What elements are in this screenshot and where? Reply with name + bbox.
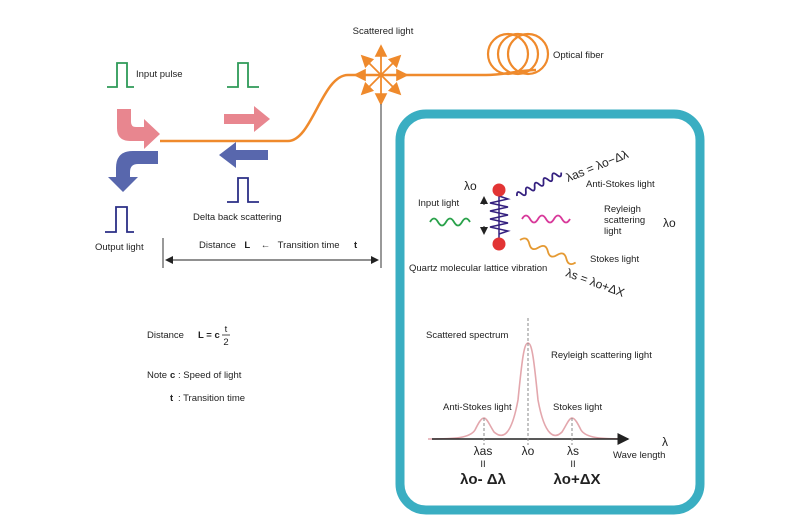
pulse-green-icon — [227, 62, 259, 88]
scattered-light-label: Scattered light — [353, 26, 414, 37]
rayleigh-label-line1: Reyleigh — [604, 204, 641, 215]
rayleigh-wave-icon — [521, 214, 571, 224]
wave-length-label: Wave length — [613, 450, 665, 461]
delta-back-label: Delta back scattering — [193, 212, 282, 223]
tick-lambda-as: λas — [474, 444, 493, 458]
input-light-label: Input light — [418, 198, 460, 209]
rayleigh-peak-label: Reyleigh scattering light — [551, 350, 652, 361]
input-pulse-icon — [107, 62, 134, 88]
inset-frame — [395, 109, 705, 515]
anti-stokes-wave-icon — [516, 172, 563, 197]
lambda-o-rayleigh-label: λo — [663, 216, 676, 230]
input-light-wave-icon — [429, 217, 471, 227]
equals-sign-as: II — [480, 459, 485, 470]
lattice-vibration-label: Quartz molecular lattice vibration — [409, 263, 547, 274]
output-curved-arrow-icon — [108, 151, 158, 192]
optical-fiber-label: Optical fiber — [553, 50, 604, 61]
stokes-light-label: Stokes light — [590, 254, 639, 265]
formula-lhs: L = c — [198, 330, 220, 341]
stokes-wave-icon — [519, 237, 577, 266]
tick-lambda-s: λs — [567, 444, 579, 458]
rayleigh-label-line3: light — [604, 226, 622, 237]
input-pulse-label: Input pulse — [136, 69, 182, 80]
axis-lambda-label: λ — [662, 435, 668, 449]
equals-sign-s: II — [570, 459, 575, 470]
c-symbol: c — [170, 370, 175, 381]
rayleigh-label-line2: scattering — [604, 215, 645, 226]
bottom-lambda-s-formula: λo+ΔX — [553, 471, 600, 488]
input-curved-arrow-icon — [117, 109, 160, 149]
scattered-light-star-icon — [353, 44, 409, 106]
formula-prefix: Distance — [147, 330, 184, 341]
lambda-o-input-label: λo — [464, 179, 477, 193]
output-pulse-icon — [105, 206, 134, 233]
backscatter-pulse-icon — [227, 177, 259, 203]
formula-denominator: 2 — [223, 337, 228, 348]
backscatter-arrow-icon — [219, 142, 268, 168]
scattered-spectrum-label: Scattered spectrum — [426, 330, 508, 341]
t-description: : Transition time — [178, 393, 245, 404]
c-description: : Speed of light — [178, 370, 242, 381]
distance-text: Distance L ← Transition time t — [199, 235, 358, 252]
forward-arrow-icon — [224, 106, 270, 132]
anti-stokes-light-label: Anti-Stokes light — [586, 179, 655, 190]
anti-stokes-peak-label: Anti-Stokes light — [443, 402, 512, 413]
formula-numerator: t — [225, 324, 228, 335]
fiber-coil-icon — [486, 32, 550, 76]
output-light-label: Output light — [95, 242, 144, 253]
t-symbol: t — [170, 393, 174, 404]
bottom-lambda-as-formula: λo- Δλ — [460, 471, 506, 488]
stokes-peak-label: Stokes light — [553, 402, 602, 413]
lattice-molecule-icon — [480, 183, 511, 251]
note-label: Note — [147, 370, 167, 381]
tick-lambda-o: λo — [522, 444, 535, 458]
